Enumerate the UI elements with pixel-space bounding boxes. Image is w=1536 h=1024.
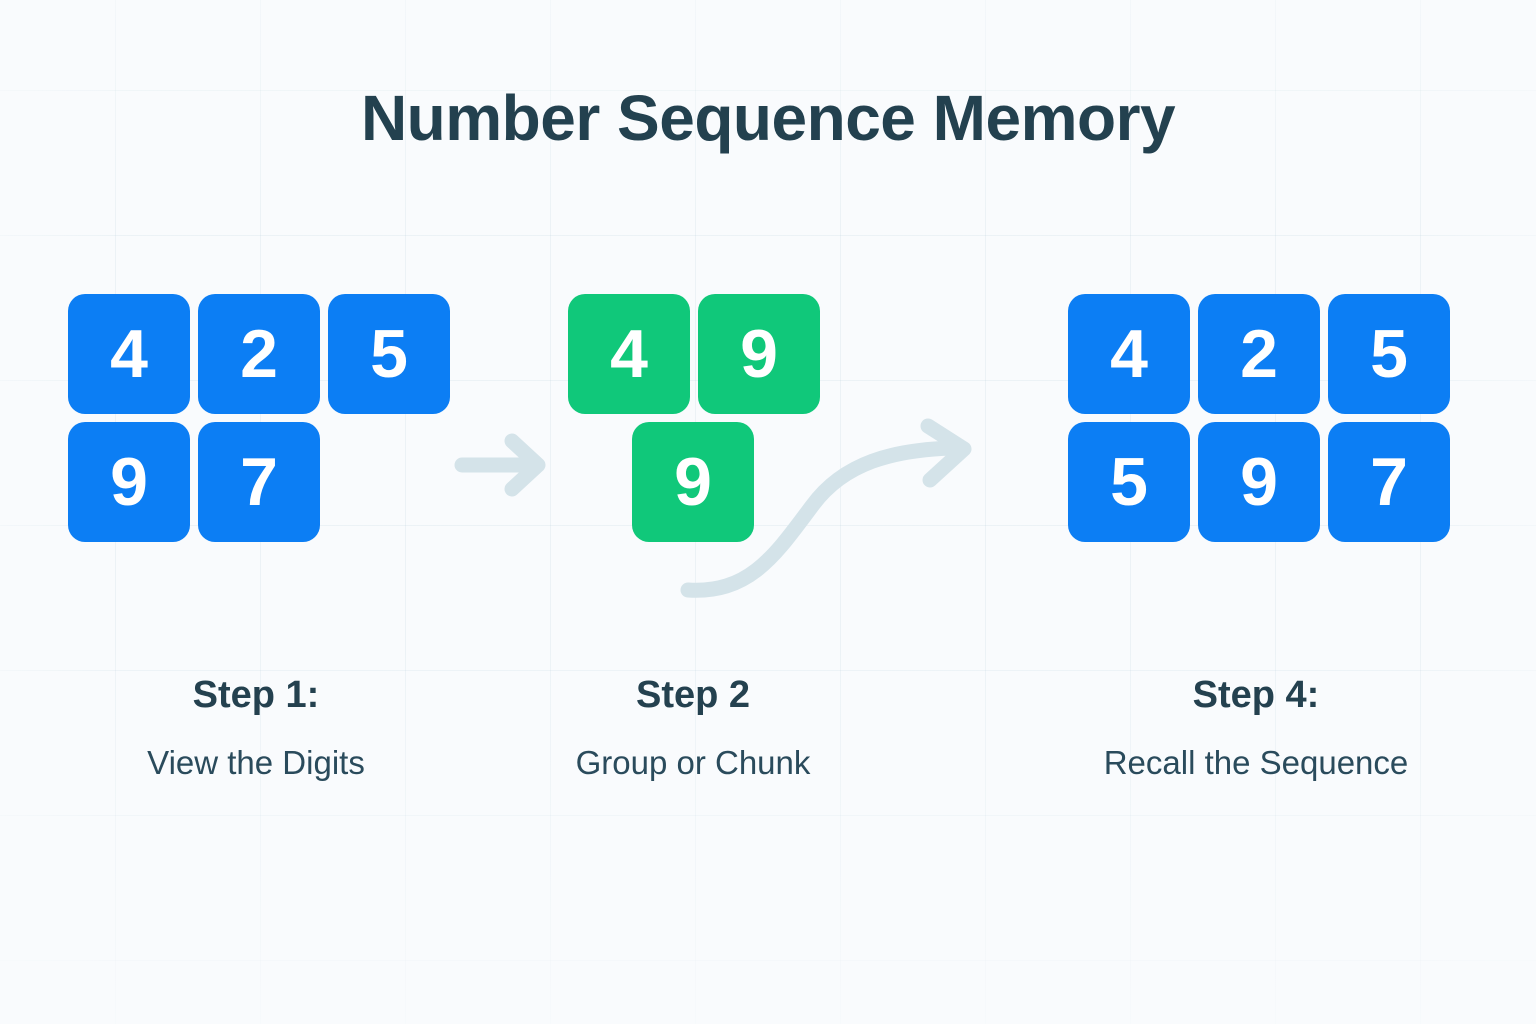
digit-tile[interactable]: 2 <box>1198 294 1320 414</box>
caption-step-1: Step 1: View the Digits <box>46 672 466 783</box>
caption-step-2: Step 2 Group or Chunk <box>483 672 903 783</box>
digit-tile[interactable]: 5 <box>328 294 450 414</box>
digit-tile[interactable]: 4 <box>68 294 190 414</box>
caption-title-step-4: Step 4: <box>1192 674 1320 716</box>
caption-title-step-2: Step 2 <box>635 674 751 716</box>
digit-tile[interactable]: 9 <box>1198 422 1320 542</box>
digit-tile[interactable]: 7 <box>198 422 320 542</box>
digit-tile[interactable]: 5 <box>1328 294 1450 414</box>
digit-tile[interactable]: 4 <box>1068 294 1190 414</box>
digit-tile[interactable]: 2 <box>198 294 320 414</box>
digit-tile[interactable]: 9 <box>698 294 820 414</box>
page-title: Number Sequence Memory <box>360 82 1176 154</box>
caption-subtitle-step-2: Group or Chunk <box>575 743 811 781</box>
digit-tile[interactable]: 4 <box>568 294 690 414</box>
caption-subtitle-step-4: Recall the Sequence <box>1103 743 1409 781</box>
caption-subtitle-step-1: View the Digits <box>147 743 365 781</box>
digit-tile[interactable]: 5 <box>1068 422 1190 542</box>
digit-tile[interactable]: 7 <box>1328 422 1450 542</box>
digit-tile[interactable]: 9 <box>68 422 190 542</box>
digit-row: 9 <box>568 422 820 542</box>
straight-right-arrow-icon <box>454 433 546 497</box>
digit-tile[interactable]: 9 <box>632 422 754 542</box>
caption-step-4: Step 4: Recall the Sequence <box>1046 672 1466 783</box>
caption-title-step-1: Step 1: <box>192 674 320 716</box>
